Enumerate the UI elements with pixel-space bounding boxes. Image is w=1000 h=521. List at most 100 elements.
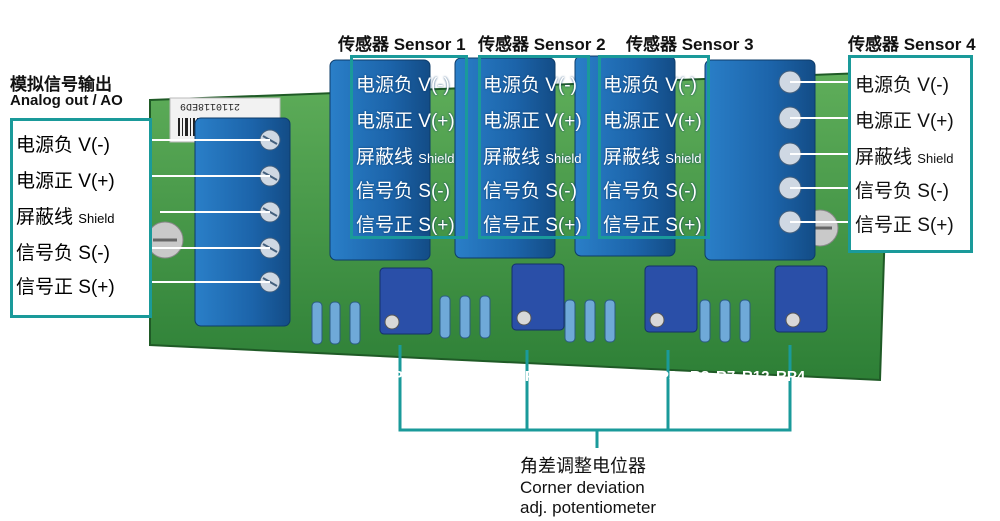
sensor-1-row: 电源负 V(-) [356,70,450,97]
row-label-cn: 屏蔽线 [356,147,414,168]
row-label-en: S(+) [917,215,954,236]
row-label-cn: 信号正 [356,215,414,236]
analog-out-title-cn: 模拟信号输出 [10,75,112,94]
row-label-en: V(-) [78,135,110,156]
left-terminal-label-box [10,118,152,318]
sensor-1-row: 电源正 V(+) [356,106,455,133]
left-terminal-row: 电源正 V(+) [16,166,115,193]
sensor-3-box [598,55,710,239]
left-terminal-row: 屏蔽线 Shield [16,202,114,229]
sensor-2-row: 信号正 S(+) [483,210,582,237]
pcb-label: RP3 [648,368,678,385]
resistors [311,295,751,345]
potentiometer-note-cn: 角差调整电位器 [520,456,646,476]
sensor-3-row: 电源负 V(-) [603,70,697,97]
row-label-en: V(+) [665,111,702,132]
row-label-en: S(+) [418,215,455,236]
pcb-label: RP1 [382,368,412,385]
pcb-label: R10 [484,368,512,385]
row-label-en: S(-) [545,181,577,202]
row-label-cn: 电源正 [483,111,541,132]
pcb-label: R4 [564,368,584,385]
row-label-cn: 电源正 [603,111,661,132]
sensor-3-title: 传感器 Sensor 3 [626,35,754,54]
sensor-3-row: 信号正 S(+) [603,210,702,237]
sensor-4-row: 信号正 S(+) [855,210,954,237]
sensor-4-row: 电源负 V(-) [855,70,949,97]
sensor-2-row: 屏蔽线 Shield [483,142,581,169]
row-label-en: V(-) [418,75,450,96]
row-label-cn: 电源负 [603,75,661,96]
row-label-en: V(-) [917,75,949,96]
row-label-cn: 电源正 [356,111,414,132]
potentiometer-bracket [398,345,792,448]
row-label-cn: 信号负 [603,181,661,202]
row-label-en: Shield [545,151,582,166]
sensor-4-row: 信号负 S(-) [855,176,949,203]
row-label-cn: 屏蔽线 [16,207,74,228]
row-label-en: Shield [665,151,702,166]
svg-text:2110118ED9: 2110118ED9 [180,100,240,111]
row-label-en: S(-) [917,181,949,202]
pcb-label: R9 [356,368,376,385]
row-label-cn: 信号负 [855,181,913,202]
left-leader-lines [152,139,270,283]
row-label-en: Shield [917,151,954,166]
pcb-label: R12 [742,368,770,385]
left-terminal-block [194,117,291,327]
sensor-4-title: 传感器 Sensor 4 [848,35,976,54]
sensor-4-row: 电源正 V(+) [855,106,954,133]
potentiometer-note: 角差调整电位器 Corner deviation adj. potentiome… [520,452,656,518]
row-label-cn: 屏蔽线 [603,147,661,168]
sensor-2-row: 电源负 V(-) [483,70,577,97]
sensor-3-row: 屏蔽线 Shield [603,142,701,169]
potentiometer-note-en1: Corner deviation [520,478,645,497]
sensor-1-title: 传感器 Sensor 1 [338,35,466,54]
left-terminal-row: 信号负 S(-) [16,238,110,265]
mounting-screw-left [146,221,184,259]
row-label-en: S(+) [545,215,582,236]
row-label-en: V(-) [545,75,577,96]
row-label-en: V(+) [545,111,582,132]
row-label-en: S(+) [665,215,702,236]
analog-out-title-en: Analog out / AO [10,92,123,109]
pcb-label: R5 [458,368,478,385]
left-terminal-row: 电源负 V(-) [16,130,110,157]
row-label-cn: 信号负 [483,181,541,202]
pcb-label: R7 [716,368,736,385]
sensor4-leader-lines [790,81,848,223]
row-label-cn: 电源负 [483,75,541,96]
pcb-label: R11 [616,368,643,385]
row-label-cn: 电源负 [16,135,74,156]
row-label-cn: 信号正 [16,277,74,298]
sensor-3-row: 信号负 S(-) [603,176,697,203]
sensor-2-title: 传感器 Sensor 2 [478,35,606,54]
sensor-3-row: 电源正 V(+) [603,106,702,133]
sensor-1-row: 信号负 S(-) [356,176,450,203]
row-label-en: S(-) [78,243,110,264]
potentiometer-note-en2: adj. potentiometer [520,498,657,517]
pcb-label: R1 [330,368,350,385]
row-label-en: S(-) [418,181,450,202]
row-label-en: Shield [78,211,115,226]
row-label-en: Shield [418,151,455,166]
pcb-label: R2 [306,368,326,385]
row-label-en: V(+) [418,111,455,132]
row-label-cn: 电源负 [855,75,913,96]
row-label-cn: 信号负 [16,243,74,264]
pcb-label: R6 [432,368,452,385]
sensor-4-row: 屏蔽线 Shield [855,142,953,169]
row-label-cn: 屏蔽线 [483,147,541,168]
pcb-label: RP4 [776,368,806,385]
row-label-cn: 电源正 [16,171,74,192]
sensor-2-box [478,55,590,239]
pcb-label: R3 [590,368,610,385]
sensor-1-box [350,55,468,239]
potentiometers [379,263,828,335]
row-label-cn: 信号正 [603,215,661,236]
sensor-1-row: 信号正 S(+) [356,210,455,237]
pcb-label: R8 [690,368,710,385]
sensor-2-row: 信号负 S(-) [483,176,577,203]
sensor-2-row: 电源正 V(+) [483,106,582,133]
